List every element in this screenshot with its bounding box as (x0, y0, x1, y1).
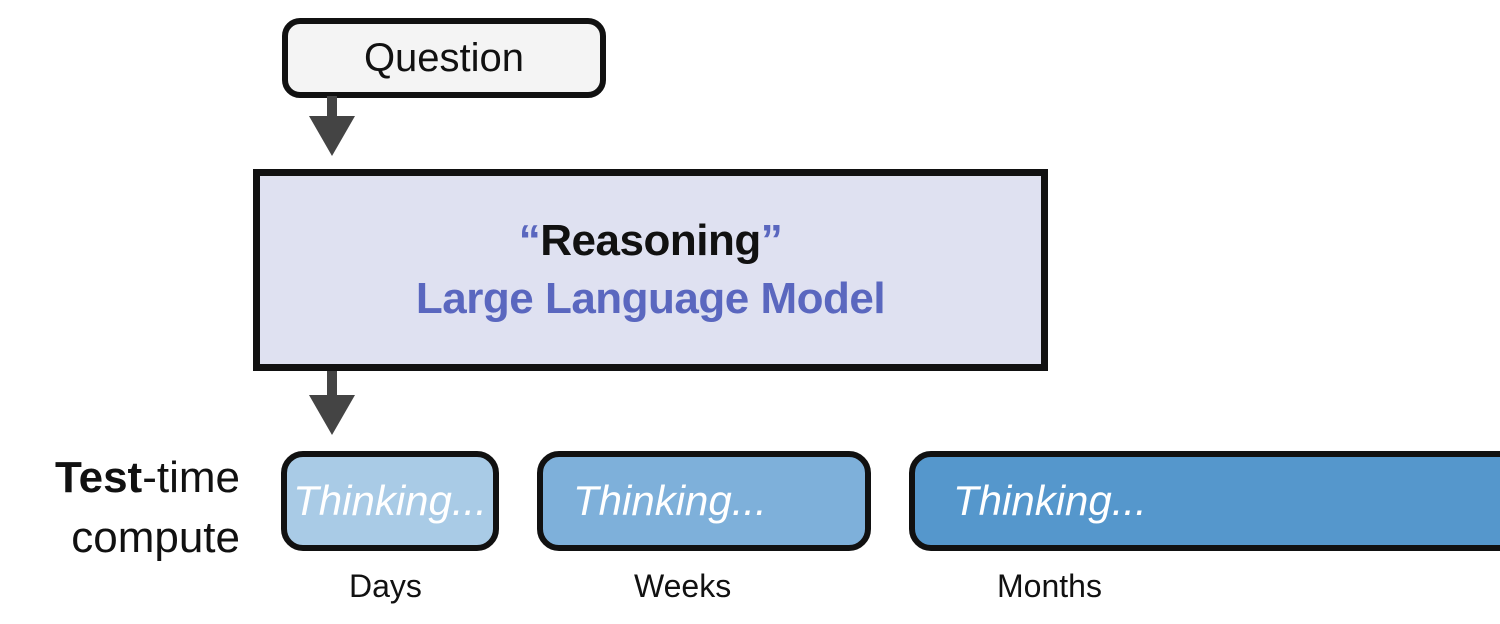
arrow-question-to-model-shaft (327, 96, 337, 118)
open-quote: “ (518, 216, 541, 265)
duration-label-days: Days (349, 568, 422, 604)
thinking-box-weeks: Thinking... (537, 451, 871, 551)
test-bold: Test (55, 453, 143, 502)
arrow-question-to-model-head (309, 116, 355, 156)
test-time-compute-label: Test-time compute (0, 448, 240, 568)
thinking-text: Thinking... (573, 477, 767, 524)
duration-label-months: Months (997, 568, 1102, 604)
model-title-text: Reasoning (540, 216, 761, 265)
question-label: Question (363, 35, 525, 80)
arrow-model-to-thinking-shaft (327, 371, 337, 397)
time-suffix: -time (142, 453, 240, 502)
test-time-line2: compute (71, 513, 240, 562)
test-time-line1: Test-time (0, 448, 240, 508)
arrow-model-to-thinking-head (309, 395, 355, 435)
thinking-box-months: Thinking... (909, 451, 1500, 551)
model-subtitle: Large Language Model (415, 274, 886, 323)
reasoning-llm-box: “Reasoning” Large Language Model (253, 169, 1048, 371)
model-title: “Reasoning” (518, 212, 783, 270)
thinking-text: Thinking... (953, 477, 1147, 524)
thinking-box-days: Thinking... (281, 451, 499, 551)
thinking-text: Thinking... (293, 477, 487, 524)
close-quote: ” (760, 216, 783, 265)
question-box: Question (282, 18, 606, 98)
duration-label-weeks: Weeks (634, 568, 732, 604)
